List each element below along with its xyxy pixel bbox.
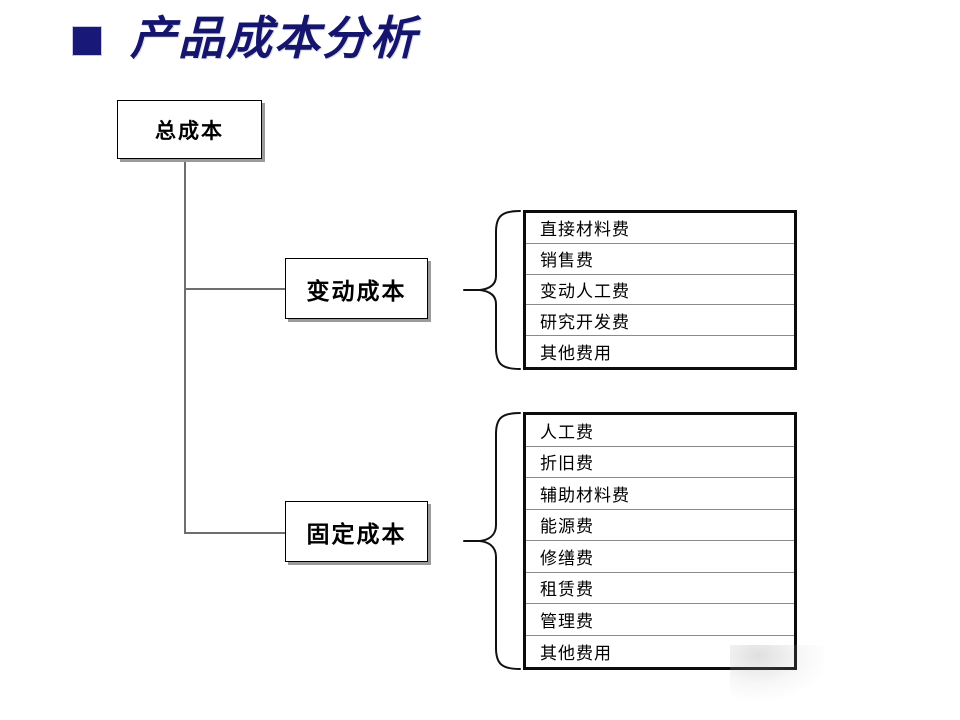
node-variable-cost[interactable]: 变动成本 (285, 258, 428, 319)
table-row[interactable]: 直接材料费 (526, 213, 794, 244)
item-label: 销售费 (540, 251, 594, 271)
node-fixed-cost[interactable]: 固定成本 (285, 501, 428, 562)
table-row[interactable]: 租赁费 (526, 573, 794, 604)
connector-trunk-vertical (184, 158, 186, 534)
node-variable-cost-label: 变动成本 (306, 278, 407, 304)
table-row[interactable]: 研究开发费 (526, 305, 794, 337)
item-label: 直接材料费 (540, 220, 630, 240)
table-row[interactable]: 管理费 (526, 604, 794, 636)
item-label: 其他费用 (540, 344, 612, 364)
table-row[interactable]: 其他费用 (526, 336, 794, 367)
item-label: 修缮费 (540, 548, 594, 568)
connector-branch-fixed (184, 532, 286, 534)
item-label: 研究开发费 (540, 312, 630, 332)
table-variable-cost-items: 直接材料费 销售费 变动人工费 研究开发费 其他费用 (523, 210, 797, 370)
page-title: 产品成本分析 (130, 13, 418, 64)
table-row[interactable]: 能源费 (526, 510, 794, 541)
item-label: 折旧费 (540, 454, 594, 474)
item-label: 其他费用 (540, 643, 612, 663)
table-row[interactable]: 折旧费 (526, 447, 794, 478)
square-bullet-icon (72, 26, 102, 56)
node-total-cost-label: 总成本 (155, 118, 224, 143)
connector-branch-variable (184, 288, 286, 290)
table-row[interactable]: 其他费用 (526, 636, 794, 668)
item-label: 租赁费 (540, 580, 594, 600)
table-row[interactable]: 变动人工费 (526, 275, 794, 306)
item-label: 辅助材料费 (540, 485, 630, 505)
slide-title-row: 产品成本分析 (0, 0, 960, 90)
table-row[interactable]: 修缮费 (526, 541, 794, 573)
left-curly-brace-icon-variable (462, 208, 524, 372)
table-row[interactable]: 销售费 (526, 244, 794, 275)
left-curly-brace-icon-fixed (462, 410, 524, 672)
item-label: 管理费 (540, 611, 594, 631)
table-fixed-cost-items: 人工费 折旧费 辅助材料费 能源费 修缮费 租赁费 管理费 其他费用 (523, 412, 797, 670)
table-row[interactable]: 人工费 (526, 415, 794, 447)
node-fixed-cost-label: 固定成本 (306, 521, 407, 547)
node-total-cost[interactable]: 总成本 (117, 100, 262, 159)
item-label: 能源费 (540, 517, 594, 537)
table-row[interactable]: 辅助材料费 (526, 478, 794, 510)
item-label: 变动人工费 (540, 281, 630, 301)
item-label: 人工费 (540, 422, 594, 442)
